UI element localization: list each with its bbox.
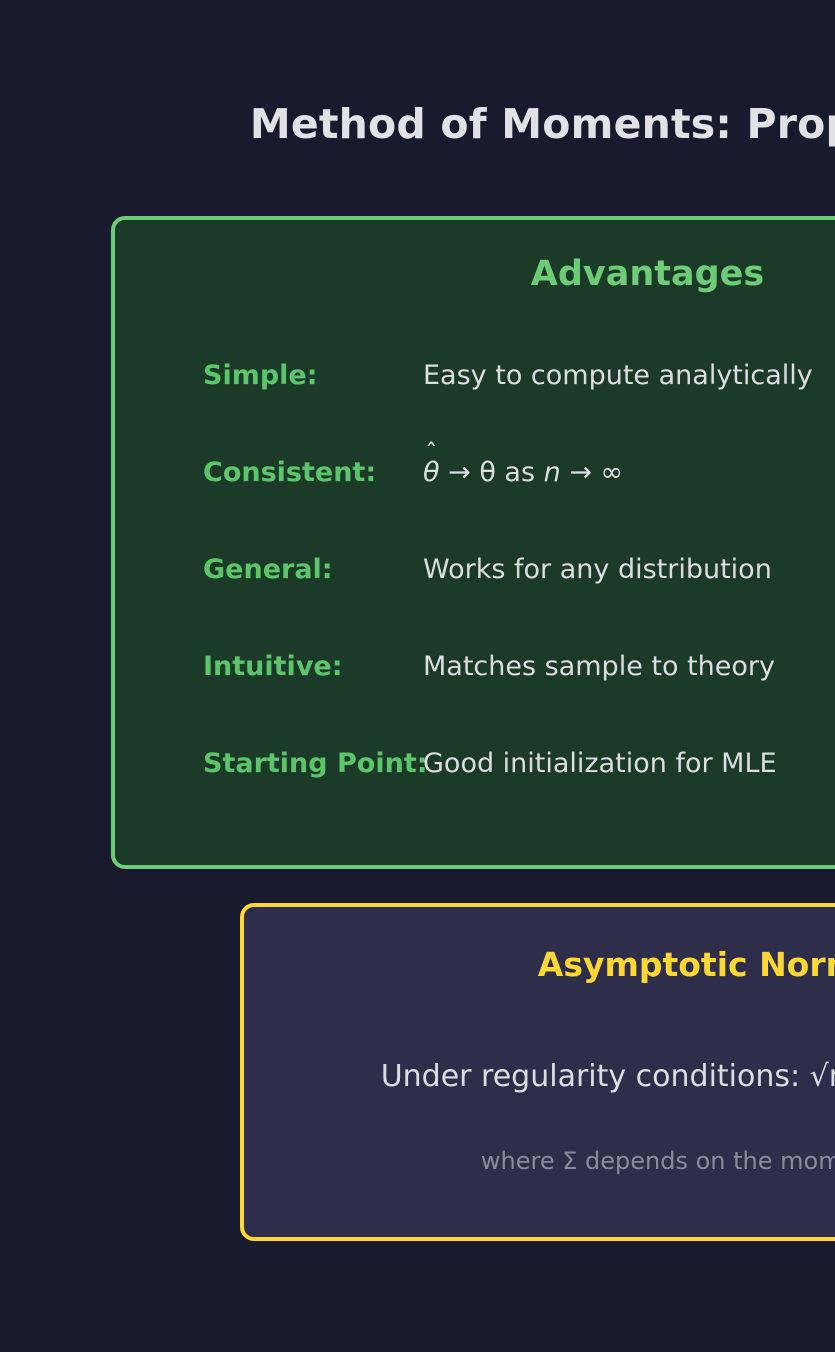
advantage-label: Simple: — [203, 360, 318, 391]
advantage-label: Consistent: — [203, 457, 377, 488]
asymptotic-normality-card: Asymptotic Normality Under regularity co… — [240, 903, 835, 1241]
theta-hat-symbol: θ — [423, 440, 440, 488]
asymptotic-card-title: Asymptotic Normality — [537, 945, 835, 984]
advantage-value: Easy to compute analytically — [423, 360, 813, 391]
advantage-value: Works for any distribution — [423, 554, 772, 585]
advantage-row: Simple: Easy to compute analytically — [203, 360, 835, 457]
n-symbol: n — [543, 457, 561, 488]
advantage-row: General: Works for any distribution — [203, 554, 835, 651]
advantage-row: Intuitive: Matches sample to theory — [203, 651, 835, 748]
advantage-label: General: — [203, 554, 333, 585]
advantages-card-title: Advantages — [530, 254, 765, 294]
advantages-row-list: Simple: Easy to compute analytically Con… — [203, 360, 835, 845]
advantage-label: Intuitive: — [203, 651, 343, 682]
to-infinity-text: → ∞ — [560, 457, 624, 488]
advantage-value: Matches sample to theory — [423, 651, 775, 682]
asymptotic-note-text: where Σ depends on the moment functions — [480, 1147, 835, 1175]
advantage-label: Starting Point: — [203, 748, 428, 779]
advantage-value-math: θ → θ as n → ∞ — [423, 440, 624, 488]
advantages-card: Advantages Simple: Easy to compute analy… — [111, 216, 835, 869]
asymptotic-body-text: Under regularity conditions: √n(θ̂ − θ) … — [380, 1059, 835, 1094]
page-title: Method of Moments: Properties — [249, 100, 835, 148]
advantage-row: Starting Point: Good initialization for … — [203, 748, 835, 845]
advantage-row: Consistent: θ → θ as n → ∞ — [203, 440, 835, 554]
converges-text: → θ as — [439, 457, 544, 488]
advantage-value: Good initialization for MLE — [423, 748, 777, 779]
